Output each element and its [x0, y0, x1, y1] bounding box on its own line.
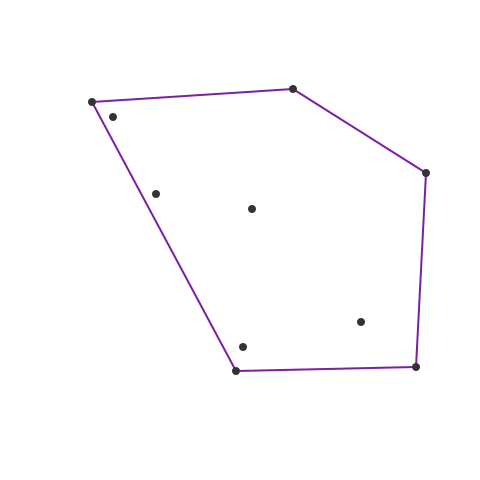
points-layer	[88, 85, 430, 375]
point-p9	[232, 367, 240, 375]
point-p4	[422, 169, 430, 177]
hull-layer	[91, 88, 427, 372]
point-p5	[152, 190, 160, 198]
point-p8	[239, 343, 247, 351]
convex-hull-outline	[91, 88, 427, 372]
point-p1	[88, 98, 96, 106]
point-p3	[289, 85, 297, 93]
point-p6	[248, 205, 256, 213]
point-p10	[412, 363, 420, 371]
point-p2	[109, 113, 117, 121]
point-p7	[357, 318, 365, 326]
